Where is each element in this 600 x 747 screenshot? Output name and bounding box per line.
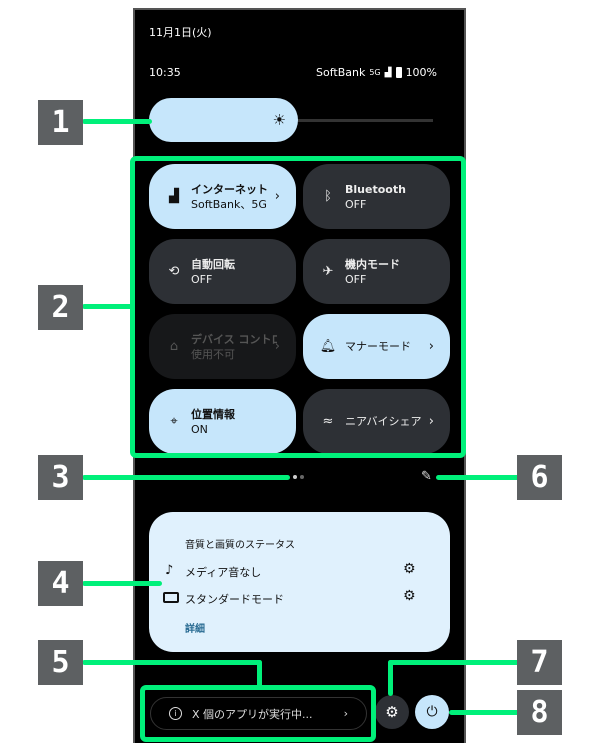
- status-icons: SoftBank 5G ▟ 100%: [316, 66, 437, 79]
- callout-badge-3: 3: [38, 455, 83, 500]
- signal-icon: ▟: [169, 189, 179, 204]
- page-dot[interactable]: [300, 475, 304, 479]
- tile-subtitle: ON: [191, 422, 208, 436]
- tile-subtitle: OFF: [191, 272, 213, 286]
- tile-title: マナーモード: [345, 340, 411, 353]
- quick-tile[interactable]: ≈ ニアバイシェア ›: [303, 389, 450, 454]
- quick-tile[interactable]: ⌂ デバイス コントロール使用不可 ›: [149, 314, 296, 379]
- rotate-icon: ⟲: [168, 264, 180, 279]
- chevron-right-icon[interactable]: ›: [428, 339, 434, 354]
- bluetooth-icon: ᛒ: [324, 189, 332, 204]
- callout-line: [436, 475, 520, 480]
- tile-title: 自動回転: [191, 257, 235, 271]
- music-note-icon: ♪: [165, 563, 174, 578]
- callout-badge-1: 1: [38, 100, 83, 145]
- carrier: SoftBank: [316, 66, 366, 79]
- running-apps-label: X 個のアプリが実行中...: [192, 707, 313, 721]
- callout-line: [388, 660, 393, 696]
- callout-badge-7: 7: [517, 640, 562, 685]
- chevron-right-icon[interactable]: ›: [274, 189, 280, 204]
- details-link[interactable]: 詳細: [185, 624, 205, 635]
- gear-icon: ⚙: [385, 703, 399, 721]
- callout-badge-8: 8: [517, 690, 562, 735]
- callout-line: [257, 660, 262, 688]
- status-date: 11月1日(火): [149, 26, 212, 39]
- info-icon: i: [169, 707, 182, 720]
- media-status-card: 音質と画質のステータス ♪ メディア音なし ⚙ スタンダードモード ⚙ 詳細: [149, 512, 450, 652]
- airplane-icon: ✈: [322, 264, 334, 279]
- edit-pencil-icon[interactable]: ✎: [421, 469, 432, 484]
- media-row-label: スタンダードモード: [185, 593, 284, 606]
- tile-title: Bluetooth: [345, 182, 406, 196]
- home-icon: ⌂: [169, 339, 179, 354]
- callout-line: [82, 304, 134, 309]
- power-button[interactable]: ⏻: [415, 695, 449, 729]
- battery-level: 100%: [405, 66, 438, 79]
- callout-badge-5: 5: [38, 640, 83, 685]
- callout-box-apps: [140, 685, 376, 742]
- settings-button[interactable]: ⚙: [375, 695, 409, 729]
- tile-title: ニアバイシェア: [345, 415, 422, 428]
- signal-icon: ▟: [384, 67, 392, 78]
- callout-line: [82, 475, 290, 480]
- running-apps-button[interactable]: i X 個のアプリが実行中... ›: [150, 697, 367, 730]
- callout-line: [449, 710, 520, 715]
- callout-badge-2: 2: [38, 285, 83, 330]
- media-card-title: 音質と画質のステータス: [185, 540, 295, 551]
- location-icon: ⌖: [170, 414, 178, 429]
- callout-line: [82, 581, 162, 586]
- tile-subtitle: OFF: [345, 197, 367, 211]
- bell-icon: 🔔︎: [319, 339, 337, 354]
- monitor-icon: [163, 592, 179, 603]
- callout-line: [82, 119, 152, 124]
- brightness-icon: ☀: [272, 111, 286, 129]
- tile-title: デバイス コントロール: [191, 332, 277, 346]
- chevron-right-icon[interactable]: ›: [274, 339, 280, 354]
- callout-box-tiles: [130, 156, 466, 458]
- gear-icon[interactable]: ⚙: [403, 588, 416, 604]
- callout-line: [388, 660, 520, 665]
- tile-title: 機内モード: [345, 257, 400, 271]
- callout-badge-6: 6: [517, 455, 562, 500]
- brightness-slider[interactable]: ☀: [149, 98, 298, 142]
- media-row-label: メディア音なし: [185, 566, 262, 579]
- callout-line: [82, 660, 262, 665]
- tile-subtitle: 使用不可: [191, 347, 235, 361]
- tile-subtitle: SoftBank、5G: [191, 197, 267, 211]
- status-time: 10:35: [149, 66, 181, 79]
- chevron-right-icon[interactable]: ›: [428, 414, 434, 429]
- gear-icon[interactable]: ⚙: [403, 561, 416, 577]
- power-icon: ⏻: [426, 704, 438, 720]
- battery-icon: [395, 67, 402, 78]
- page-dot-active[interactable]: [293, 475, 297, 479]
- tile-title: インターネット: [191, 182, 268, 196]
- nearby-share-icon: ≈: [322, 414, 334, 429]
- callout-badge-4: 4: [38, 561, 83, 606]
- network-type: 5G: [369, 68, 381, 77]
- tile-title: 位置情報: [191, 407, 235, 421]
- tile-subtitle: OFF: [345, 272, 367, 286]
- quick-tile[interactable]: 🔔︎ マナーモード ›: [303, 314, 450, 379]
- chevron-right-icon: ›: [343, 707, 348, 720]
